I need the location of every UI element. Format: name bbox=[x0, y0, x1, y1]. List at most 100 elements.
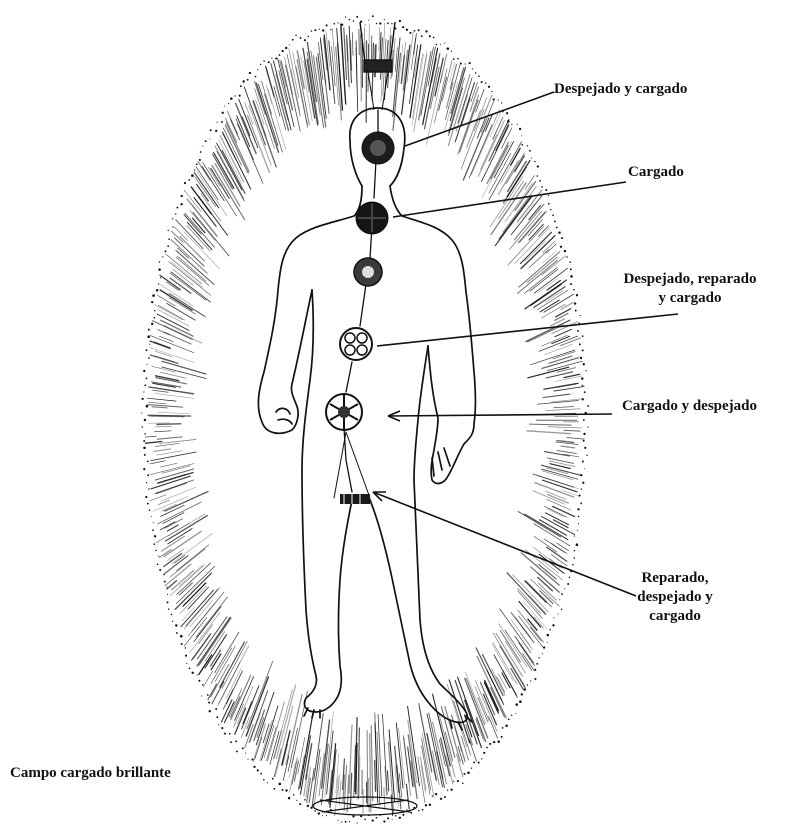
aura-rim-dot bbox=[573, 557, 575, 559]
aura-rim-dot bbox=[337, 820, 338, 821]
aura-rim-dot bbox=[460, 63, 462, 65]
aura-stroke bbox=[542, 480, 577, 492]
aura-rim-dot bbox=[587, 405, 589, 407]
aura-rim-dot bbox=[577, 508, 579, 510]
aura-rim-dot bbox=[196, 163, 198, 165]
aura-rim-dot bbox=[144, 419, 146, 421]
aura-stroke bbox=[542, 469, 578, 479]
aura-rim-dot bbox=[322, 29, 324, 31]
label-solar-plexus: Despejado, reparado y cargado bbox=[600, 270, 780, 308]
aura-rim-dot bbox=[578, 516, 580, 518]
aura-rim-dot bbox=[145, 496, 147, 498]
aura-stroke bbox=[367, 731, 368, 807]
aura-rim-dot bbox=[558, 231, 561, 234]
aura-rim-dot bbox=[221, 121, 223, 123]
aura-stroke bbox=[511, 668, 523, 689]
aura-rim-dot bbox=[229, 733, 231, 735]
aura-rim-dot bbox=[583, 433, 585, 435]
aura-stroke bbox=[546, 409, 580, 411]
aura-stroke bbox=[158, 500, 169, 505]
aura-rim-dot bbox=[159, 261, 160, 262]
aura-rim-dot bbox=[409, 32, 411, 34]
aura-rim-dot bbox=[218, 724, 219, 725]
aura-rim-dot bbox=[318, 812, 320, 814]
aura-rim-dot bbox=[345, 821, 347, 823]
aura-stroke bbox=[430, 67, 439, 108]
aura-rim-dot bbox=[421, 35, 423, 37]
aura-stroke bbox=[555, 313, 568, 320]
aura-rim-dot bbox=[387, 22, 389, 24]
aura-stroke bbox=[384, 788, 385, 809]
aura-rim-dot bbox=[537, 165, 539, 167]
aura-stroke bbox=[165, 492, 208, 512]
aura-rim-dot bbox=[561, 593, 563, 595]
aura-rim-dot bbox=[272, 778, 274, 780]
aura-rim-dot bbox=[304, 799, 306, 801]
aura-rim-dot bbox=[295, 35, 296, 36]
aura-rim-dot bbox=[221, 727, 223, 729]
aura-rim-dot bbox=[168, 608, 169, 609]
aura-rim-dot bbox=[582, 482, 584, 484]
aura-rim-dot bbox=[534, 161, 535, 162]
aura-rim-dot bbox=[579, 495, 581, 497]
aura-rim-dot bbox=[330, 29, 331, 30]
aura-rim-dot bbox=[168, 230, 169, 231]
aura-rim-dot bbox=[418, 810, 419, 811]
aura-rim-dot bbox=[472, 68, 473, 69]
aura-stroke bbox=[359, 757, 360, 795]
aura-rim-dot bbox=[151, 301, 153, 303]
aura-rim-dot bbox=[574, 550, 576, 552]
aura-rim-dot bbox=[188, 179, 190, 181]
aura-rim-dot bbox=[202, 684, 204, 686]
aura-rim-dot bbox=[162, 256, 163, 257]
aura-stroke bbox=[307, 59, 318, 125]
aura-rim-dot bbox=[311, 30, 313, 32]
aura-stroke bbox=[370, 734, 371, 812]
aura-rim-dot bbox=[205, 140, 207, 142]
aura-stroke bbox=[548, 458, 574, 463]
label-sacral: Cargado y despejado bbox=[622, 397, 757, 416]
aura-rim-dot bbox=[554, 221, 556, 223]
aura-stroke bbox=[455, 727, 462, 751]
aura-rim-dot bbox=[582, 385, 584, 387]
aura-stroke bbox=[145, 436, 156, 437]
aura-stroke bbox=[152, 407, 167, 408]
aura-stroke bbox=[303, 48, 315, 118]
aura-rim-dot bbox=[245, 753, 246, 754]
aura-rim-dot bbox=[453, 58, 455, 60]
aura-rim-dot bbox=[564, 250, 566, 252]
aura-rim-dot bbox=[334, 814, 335, 815]
aura-rim-dot bbox=[247, 759, 248, 760]
aura-rim-dot bbox=[172, 621, 173, 622]
aura-rim-dot bbox=[158, 268, 161, 271]
aura-rim-dot bbox=[304, 39, 306, 41]
aura-rim-dot bbox=[172, 227, 173, 228]
aura-rim-dot bbox=[444, 796, 446, 798]
aura-rim-dot bbox=[422, 809, 424, 811]
aura-rim-dot bbox=[585, 370, 586, 371]
aura-rim-dot bbox=[148, 357, 150, 359]
aura-stroke bbox=[505, 630, 532, 671]
aura-rim-dot bbox=[148, 329, 150, 331]
aura-rim-dot bbox=[247, 79, 249, 81]
aura-rim-dot bbox=[384, 19, 385, 20]
aura-rim-dot bbox=[507, 120, 510, 123]
aura-rim-dot bbox=[176, 632, 178, 634]
aura-rim-dot bbox=[387, 817, 389, 819]
aura-stroke bbox=[169, 298, 195, 315]
aura-rim-dot bbox=[457, 58, 459, 60]
aura-rim-dot bbox=[502, 727, 504, 729]
aura-stroke bbox=[291, 69, 300, 110]
aura-rim-dot bbox=[489, 743, 491, 745]
sacral-leader-line bbox=[388, 414, 612, 416]
aura-rim-dot bbox=[282, 50, 284, 52]
aura-stroke bbox=[185, 192, 201, 212]
aura-rim-dot bbox=[473, 762, 475, 764]
aura-rim-dot bbox=[181, 195, 183, 197]
aura-rim-dot bbox=[402, 26, 404, 28]
aura-rim-dot bbox=[574, 302, 576, 304]
aura-stroke bbox=[255, 737, 262, 759]
aura-rim-dot bbox=[285, 789, 287, 791]
aura-rim-dot bbox=[418, 29, 420, 31]
sacral-chakra bbox=[326, 394, 362, 430]
